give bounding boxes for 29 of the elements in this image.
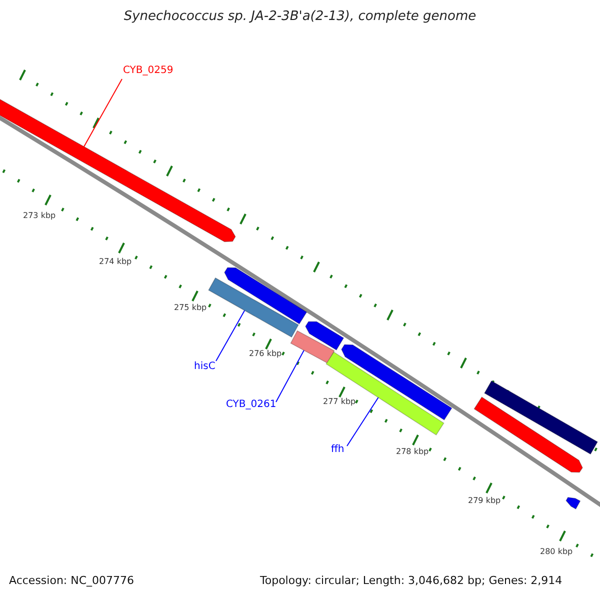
gene-feature-bar [341,344,452,420]
scale-label: 273 kbp [23,210,56,221]
gene-label: hisC [194,361,216,372]
scale-label: 275 kbp [174,302,207,313]
scale-label: 274 kbp [99,256,132,267]
gene-feature-bar [208,277,299,338]
leader-line [83,78,122,148]
gene-label: CYB_0259 [123,65,174,76]
gene-feature-bar [0,97,236,242]
leader-line [276,350,304,402]
gene-feature-bar [474,396,583,473]
scale-label: 278 kbp [396,446,429,457]
gene-feature-bar [484,380,598,455]
gene-feature-bar [305,321,344,351]
scale-label: 280 kbp [540,546,573,557]
gene-feature-bar [224,267,308,324]
diagram-title: Synechococcus sp. JA-2-3B'a(2-13), complete genome [122,9,478,24]
leader-line [346,397,379,446]
gene-label: CYB_0261 [226,399,276,410]
gene-feature-bar [290,330,335,364]
gene-feature-bar [566,496,581,510]
footer-text: Accession: NC_007776 [9,575,134,586]
leader-line [216,310,246,362]
gene-label: ffh [331,444,344,455]
scale-label: 276 kbp [249,348,282,359]
scale-label: 279 kbp [468,495,501,506]
footer-text: Topology: circular; Length: 3,046,682 bp; Genes: 2,914 [260,575,562,586]
gene-feature-bar [326,352,444,436]
scale-label: 277 kbp [323,396,356,407]
